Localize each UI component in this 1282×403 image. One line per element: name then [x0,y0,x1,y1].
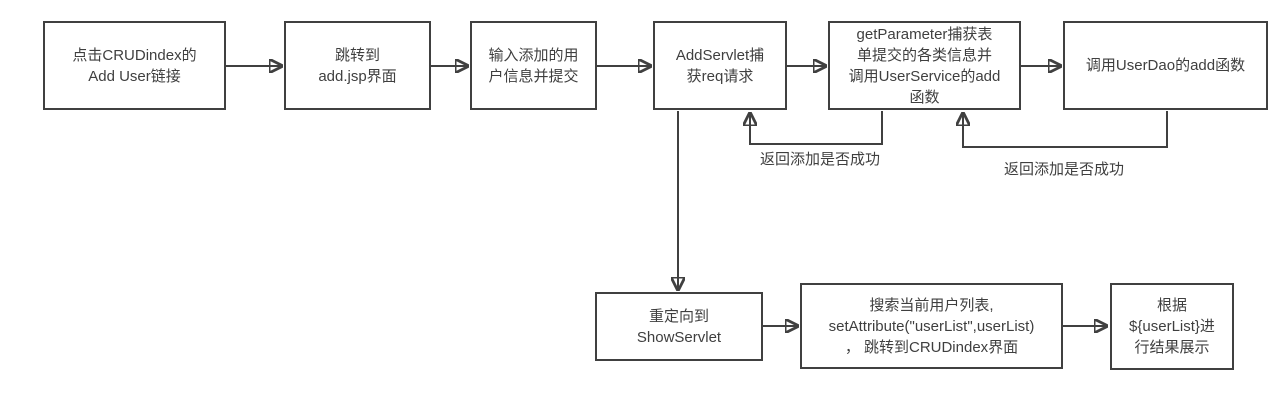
node-text-line: 搜索当前用户列表, [869,296,994,314]
node-text-line: 函数 [909,88,940,106]
node-text-line: Add User链接 [88,67,181,85]
flow-node-getparameter-service: getParameter捕获表 单提交的各类信息并 调用UserService的… [828,21,1021,110]
flow-node-click-add-user: 点击CRUDindex的 Add User链接 [43,21,226,110]
node-text-line: getParameter捕获表 [856,25,993,43]
node-text-line: ， 跳转到CRUDindex界面 [844,338,1019,356]
node-text-line: ${userList}进 [1129,318,1215,335]
node-text-line: 行结果展示 [1134,339,1210,356]
edge-return-dao-to-service [963,111,1168,148]
node-text-line: 跳转到 [334,46,380,64]
node-text-line: 调用UserDao的add函数 [1085,57,1246,74]
flow-node-jump-addjsp: 跳转到 add.jsp界面 [284,21,431,110]
flow-node-search-userlist: 搜索当前用户列表, setAttribute("userList",userLi… [800,283,1063,369]
node-text-line: ShowServlet [636,328,722,346]
node-text-line: 调用UserService的add [848,67,1001,85]
node-text-line: setAttribute("userList",userList) [828,317,1035,335]
node-text-line: 根据 [1156,297,1187,314]
node-text-line: 单提交的各类信息并 [856,46,992,64]
node-text-line: add.jsp界面 [318,67,397,85]
node-text-line: AddServlet捕 [675,46,765,64]
flow-node-userdao-add: 调用UserDao的add函数 [1063,21,1268,110]
node-text-line: 户信息并提交 [488,67,579,85]
node-text-line: 输入添加的用 [488,46,579,64]
edge-return-service-to-addservlet [750,111,883,145]
flow-node-input-user-info: 输入添加的用 户信息并提交 [470,21,597,110]
edge-label-return-success-2: 返回添加是否成功 [997,161,1131,179]
node-text-line: 点击CRUDindex的 [72,46,197,64]
flow-node-addservlet-req: AddServlet捕 获req请求 [653,21,787,110]
node-text-line: 重定向到 [648,307,709,325]
flow-node-render-result: 根据 ${userList}进 行结果展示 [1110,283,1234,370]
node-text-line: 获req请求 [686,67,754,85]
edge-label-return-success-1: 返回添加是否成功 [757,151,883,169]
flow-node-redirect-showservlet: 重定向到 ShowServlet [595,292,763,361]
